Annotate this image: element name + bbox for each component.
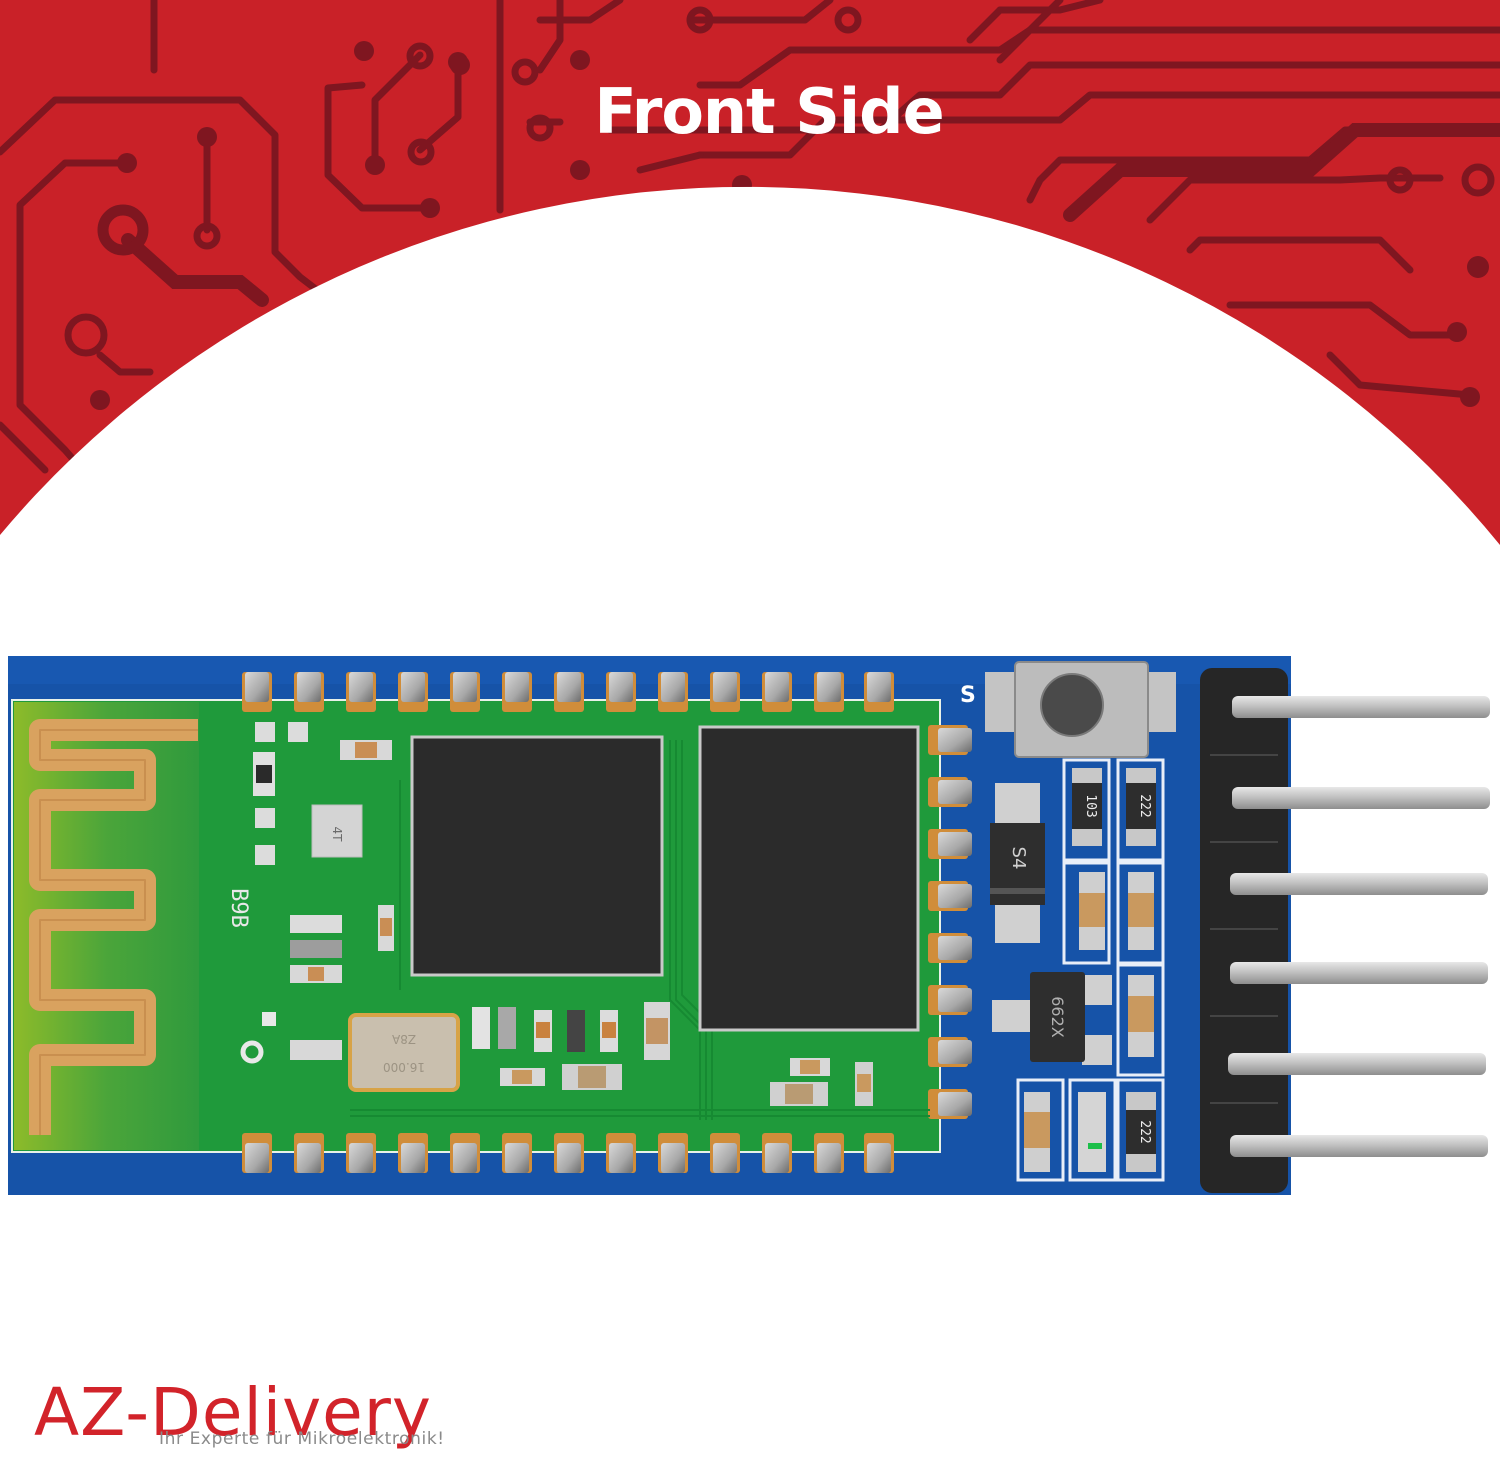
svg-text:222: 222 — [1137, 794, 1152, 817]
header-banner: Front Side — [0, 0, 1500, 560]
header-pins — [1228, 696, 1490, 1157]
svg-text:16.000: 16.000 — [383, 1060, 425, 1074]
svg-text:222: 222 — [1137, 1120, 1152, 1143]
svg-text:662X: 662X — [1048, 996, 1067, 1038]
switch-label: S — [960, 683, 976, 708]
product-image: 4T B9B Z8A 16.000 S — [0, 0, 1500, 1220]
brand-logo: AZ-Delivery Ihr Experte für Mikroelektro… — [34, 1374, 504, 1465]
status-led — [1078, 1092, 1106, 1172]
crystal — [348, 1013, 460, 1092]
brand-name: AZ-Delivery — [34, 1374, 432, 1451]
svg-text:103: 103 — [1083, 794, 1098, 817]
circuit-pattern-background — [0, 0, 1500, 545]
rf-chip — [311, 804, 363, 858]
bt-chip — [410, 735, 664, 977]
svg-text:B9B: B9B — [226, 888, 251, 928]
brand-tagline: Ihr Experte für Mikroelektronik! — [159, 1429, 445, 1449]
svg-text:4T: 4T — [330, 827, 344, 843]
svg-text:Z8A: Z8A — [391, 1032, 416, 1046]
bluetooth-module-illustration: 4T B9B Z8A 16.000 S — [0, 0, 1490, 1195]
pin-header — [1200, 668, 1288, 1193]
svg-text:S4: S4 — [1008, 847, 1029, 870]
voltage-regulator — [1030, 972, 1085, 1062]
flash-chip — [698, 725, 920, 1032]
page-title: Front Side — [594, 75, 944, 148]
